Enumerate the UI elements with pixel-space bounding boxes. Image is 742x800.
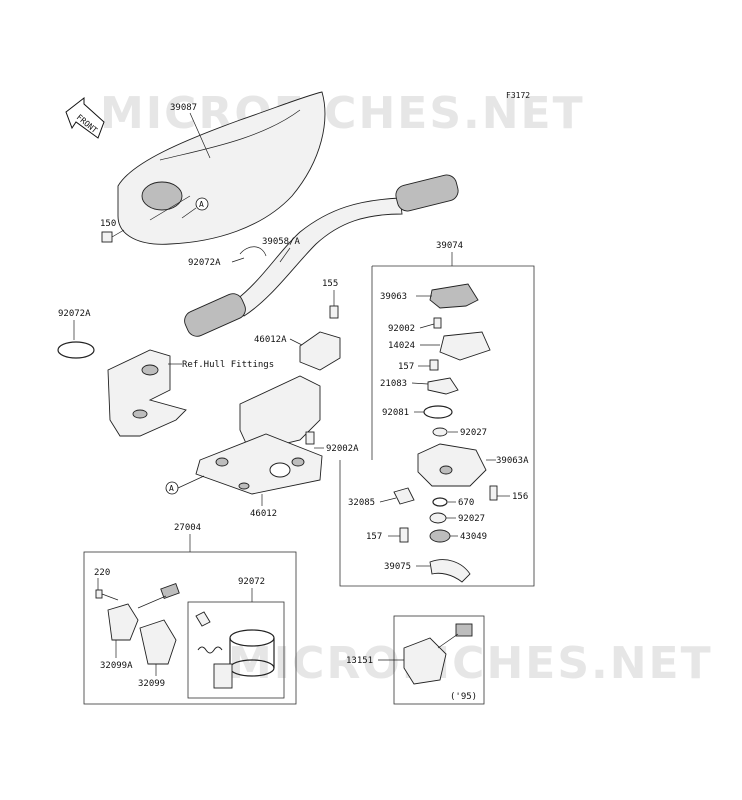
ref-marker-a-bottom-label: A <box>169 484 174 493</box>
label-155: 155 <box>322 279 338 289</box>
connector-13151-icon <box>455 623 473 637</box>
ref-marker-a-top-label: A <box>199 200 204 209</box>
ref-marker-a-top <box>195 197 209 211</box>
box-39074 <box>339 265 535 587</box>
box-27004 <box>83 551 297 705</box>
label-32099: 32099 <box>138 679 165 689</box>
bolt-92002-icon <box>433 317 442 329</box>
figure-code: F3172 <box>506 91 530 100</box>
label-157-a: 157 <box>398 362 414 372</box>
throttle-housing <box>417 443 487 487</box>
bolt-92002A-icon <box>305 431 315 445</box>
label-13151: 13151 <box>346 656 373 666</box>
label-46012: 46012 <box>250 509 277 519</box>
label-39074: 39074 <box>436 241 463 251</box>
label-670: 670 <box>458 498 474 508</box>
clamp-92072A-left <box>57 341 95 359</box>
label-39087: 39087 <box>170 103 197 113</box>
label-92002A: 92002A <box>326 444 359 454</box>
switch-32099 <box>139 619 177 665</box>
label-220: 220 <box>94 568 110 578</box>
ref-note: Ref.Hull Fittings <box>182 360 274 370</box>
part-21083 <box>427 377 459 395</box>
label-92072: 92072 <box>238 577 265 587</box>
box-92072 <box>187 601 285 699</box>
bolt-156-icon <box>489 485 498 501</box>
label-27004: 27004 <box>174 523 201 533</box>
label-157-b: 157 <box>366 532 382 542</box>
screw-220-icon <box>95 589 103 599</box>
throttle-cover <box>429 283 479 309</box>
label-92027-a: 92027 <box>460 428 487 438</box>
washer-92027b-icon <box>429 512 447 524</box>
bolt-150-icon <box>101 229 125 243</box>
clamp-46012A <box>299 331 341 371</box>
label-32099A: 32099A <box>100 661 133 671</box>
seal-43049 <box>429 529 451 543</box>
label-92072A-top: 92072A <box>188 258 221 268</box>
connector-icon <box>160 582 180 600</box>
spring-92081 <box>423 405 453 419</box>
part-32085 <box>393 487 415 505</box>
cover-throttle-opening <box>141 181 183 211</box>
steering-column <box>195 375 323 495</box>
label-150: 150 <box>100 219 116 229</box>
front-arrow-icon: FRONT <box>65 96 105 139</box>
label-156: 156 <box>512 492 528 502</box>
oring-670 <box>432 497 448 507</box>
grip-left <box>184 293 246 337</box>
label-39063: 39063 <box>380 292 407 302</box>
label-92072A-left: 92072A <box>58 309 91 319</box>
handlebar <box>184 174 459 337</box>
revision-note: ('95) <box>450 692 477 702</box>
screw-157a-icon <box>429 359 439 371</box>
label-43049: 43049 <box>460 532 487 542</box>
label-21083: 21083 <box>380 379 407 389</box>
label-92002: 92002 <box>388 324 415 334</box>
throttle-lever <box>429 559 471 583</box>
handlebar-cover <box>117 91 326 245</box>
label-92081: 92081 <box>382 408 409 418</box>
watermark-top: MICROFICHES.NET <box>100 88 585 139</box>
bolt-155-icon <box>329 290 339 319</box>
label-46012A: 46012A <box>254 335 287 345</box>
grip-right <box>395 174 459 212</box>
screw-157b-icon <box>399 527 409 543</box>
switch-32099A <box>107 603 139 641</box>
switch-13151 <box>403 637 447 685</box>
label-92027-b: 92027 <box>458 514 485 524</box>
clamp-92072-icon <box>195 611 275 689</box>
washer-92027a-icon <box>432 427 448 437</box>
label-14024: 14024 <box>388 341 415 351</box>
gasket-14024 <box>439 331 491 361</box>
watermark-bottom: MICROFICHES.NET <box>228 638 713 689</box>
label-39063A: 39063A <box>496 456 529 466</box>
mounting-bracket <box>107 349 187 437</box>
label-32085: 32085 <box>348 498 375 508</box>
label-39058A: 39058/A <box>262 237 301 247</box>
label-39075: 39075 <box>384 562 411 572</box>
